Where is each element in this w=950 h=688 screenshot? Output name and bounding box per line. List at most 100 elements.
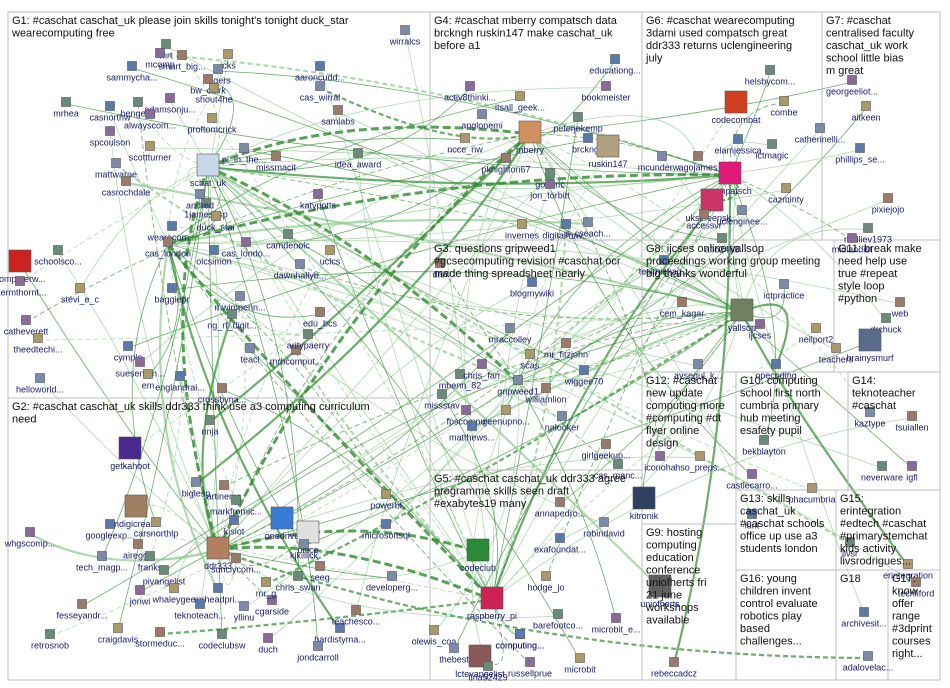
node[interactable]: adalovelac... — [843, 651, 894, 673]
node[interactable]: invernes — [505, 219, 540, 241]
node[interactable]: annapedro... — [535, 497, 586, 519]
node[interactable]: neverware — [861, 461, 903, 483]
node[interactable]: mberry — [516, 120, 545, 155]
node[interactable]: hodge_jo — [527, 571, 565, 593]
node[interactable]: techliford — [898, 577, 935, 599]
node[interactable]: russellprue — [508, 657, 552, 679]
node[interactable]: aysegul_k... — [674, 359, 722, 381]
node[interactable]: phillips_se... — [835, 143, 885, 165]
node[interactable]: opecoding — [755, 359, 797, 381]
node[interactable]: igfl — [906, 461, 918, 483]
node[interactable]: codeclub — [460, 538, 496, 573]
node[interactable]: mbenn_82 — [439, 369, 482, 391]
node[interactable]: uclenginee... — [716, 205, 768, 227]
node[interactable]: agojames — [678, 151, 718, 173]
node[interactable]: chris_swan — [275, 571, 321, 593]
node[interactable]: bw_clark — [190, 74, 226, 96]
node[interactable]: cas_wirral — [300, 81, 341, 103]
node[interactable]: catheverett — [4, 315, 49, 337]
node[interactable]: blogmywiki — [510, 277, 554, 299]
node[interactable]: shout4he — [195, 83, 233, 105]
node[interactable]: markfromic... — [210, 495, 262, 517]
node[interactable]: stermthornt... — [0, 276, 47, 298]
node[interactable]: camdenolc — [266, 229, 310, 251]
node[interactable]: rogers — [205, 64, 231, 86]
node[interactable]: cymple — [114, 341, 143, 363]
node[interactable]: edu_bcs — [303, 307, 338, 329]
node[interactable]: missmacit — [256, 151, 296, 173]
node[interactable]: midlandist — [832, 233, 873, 255]
node[interactable]: mr_g — [256, 577, 277, 599]
node[interactable]: cas_london — [145, 237, 191, 259]
node[interactable]: georgeeliot... — [826, 75, 878, 97]
node[interactable]: kjsiot — [224, 515, 245, 537]
node[interactable]: brainysmurf — [846, 328, 894, 363]
node[interactable]: catherinelli... — [795, 123, 846, 145]
node[interactable]: ictmagic — [755, 139, 789, 161]
node[interactable]: hso_preps... — [675, 451, 725, 473]
node[interactable]: hengeha — [120, 97, 156, 119]
node[interactable]: misssrav — [424, 389, 460, 411]
node[interactable]: casrochdale — [102, 176, 151, 198]
node[interactable]: googleexp... — [85, 519, 135, 541]
node[interactable]: stevi_e_c — [61, 283, 100, 305]
node[interactable]: mraccolley — [488, 323, 532, 345]
node[interactable]: scottturner — [129, 141, 172, 163]
node[interactable]: suesentan... — [115, 357, 165, 379]
node[interactable]: neilport2 — [799, 323, 834, 345]
node[interactable]: gripweed1 — [497, 375, 539, 397]
node[interactable]: microbit — [564, 653, 596, 675]
node[interactable]: drchuck — [870, 313, 902, 335]
node[interactable]: pi_in_the... — [222, 143, 266, 165]
node[interactable]: wiggee70 — [564, 365, 604, 387]
node[interactable]: andred — [186, 189, 214, 211]
node[interactable]: cgarside — [255, 595, 289, 617]
node[interactable]: matthews... — [449, 421, 495, 443]
node[interactable]: hardistyma... — [314, 623, 366, 645]
node[interactable]: microbit_e... — [591, 613, 641, 635]
node[interactable]: codecombat — [711, 90, 761, 125]
node[interactable]: crossbyna... — [198, 383, 247, 405]
node[interactable]: mcunderw... — [638, 151, 687, 173]
node[interactable]: office — [296, 520, 320, 555]
node[interactable]: teachesco... — [332, 605, 381, 627]
node[interactable]: scas — [521, 349, 540, 371]
node[interactable]: aritypaerry — [287, 329, 330, 351]
node[interactable]: ldnt — [745, 509, 760, 531]
node[interactable]: jon_torbitt — [529, 179, 570, 201]
node[interactable]: s_cseach... — [565, 217, 611, 239]
node[interactable]: whgscomp... — [4, 527, 56, 549]
node[interactable]: mrbcomput... — [270, 345, 323, 367]
node[interactable]: computing... — [495, 629, 545, 651]
node[interactable]: biglesp — [182, 477, 211, 499]
node[interactable]: ijcses — [749, 319, 772, 341]
node[interactable]: idea_award — [335, 148, 382, 170]
node[interactable]: rebeccadcz — [651, 657, 698, 679]
node[interactable]: ncce_nw — [447, 133, 483, 155]
node[interactable]: em — [142, 369, 155, 391]
node[interactable]: teachers — [819, 343, 854, 365]
node[interactable]: erintegration — [883, 559, 933, 581]
node[interactable]: cem_kagar — [660, 297, 705, 319]
node[interactable]: duck_star — [196, 211, 236, 233]
node[interactable]: kitronik — [630, 486, 659, 521]
node[interactable]: kjkillick — [290, 539, 318, 561]
node[interactable]: wirralcs — [389, 25, 421, 47]
node[interactable]: tesimiekag... — [639, 255, 690, 277]
node[interactable]: ddr333 — [204, 536, 232, 571]
node[interactable]: bookmeister — [581, 81, 631, 103]
node[interactable]: adamsonju... — [144, 93, 196, 115]
node[interactable]: tina52429 — [468, 661, 508, 683]
node[interactable]: combe — [770, 96, 798, 118]
node[interactable]: tech_magp... — [76, 551, 128, 573]
node[interactable]: jonwi — [129, 585, 151, 607]
node[interactable]: uclcs — [320, 245, 341, 267]
node[interactable]: cas_manc... — [594, 459, 643, 481]
node[interactable]: pknighton67 — [481, 153, 531, 175]
node[interactable]: geenupno... — [482, 405, 530, 427]
node[interactable]: cas_londo... — [222, 237, 271, 259]
node[interactable]: helloworld... — [16, 373, 64, 395]
node[interactable]: getkahoot — [110, 436, 150, 471]
node[interactable]: jondcarroll — [296, 641, 339, 663]
node[interactable]: mr_fitzjohn — [544, 338, 588, 360]
